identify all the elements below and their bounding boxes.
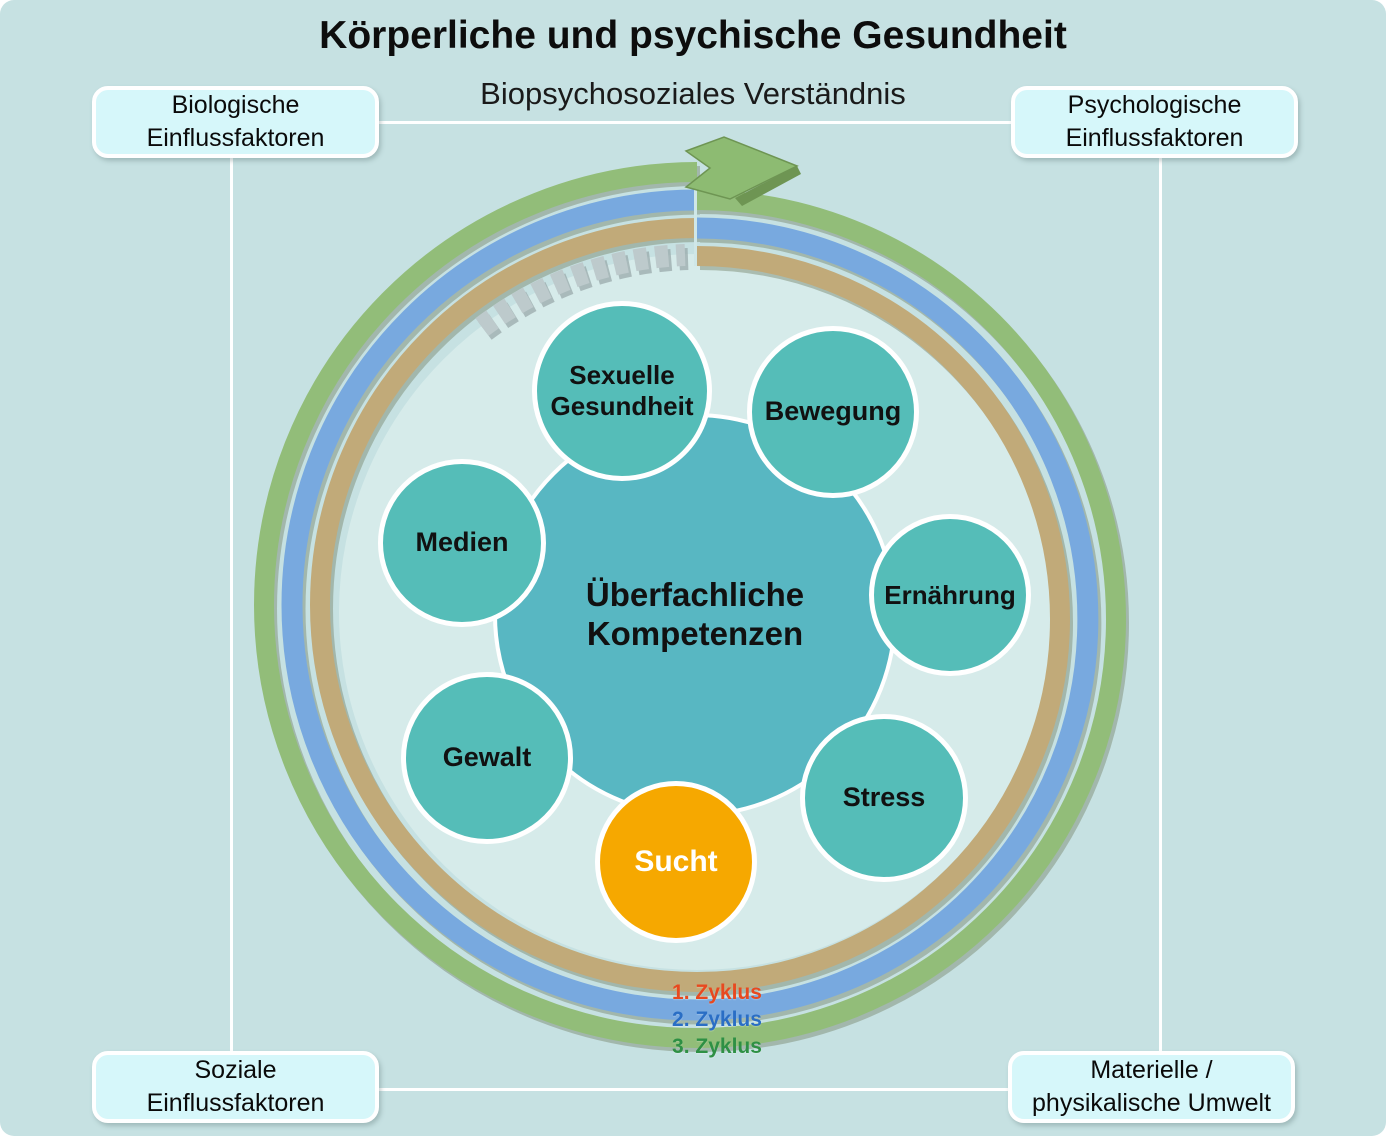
connector-line-bottom <box>377 1088 1008 1091</box>
connector-line-right <box>1159 157 1162 1051</box>
box-biologische-einflussfaktoren: Biologische Einflussfaktoren <box>92 86 379 158</box>
circle-label: Bewegung <box>764 396 902 427</box>
box-psychologische-einflussfaktoren: Psychologische Einflussfaktoren <box>1011 86 1298 158</box>
ring-zyklus-2 <box>281 189 1099 1021</box>
connector-line-left <box>230 158 233 1051</box>
circle-medien: Medien <box>378 459 546 627</box>
circle-sucht: Sucht <box>595 781 757 943</box>
connector-line-top <box>379 121 1011 124</box>
box-line2: Einflussfaktoren <box>1065 124 1244 152</box>
page-title: Körperliche und psychische Gesundheit <box>319 14 1067 57</box>
circle-ernaehrung: Ernährung <box>869 514 1031 676</box>
box-line2: physikalische Umwelt <box>1032 1089 1271 1117</box>
box-line1: Biologische <box>171 90 300 119</box>
page-subtitle: Biopsychosoziales Verständnis <box>480 76 906 111</box>
circle-label: Sexuelle Gesundheit <box>550 360 694 421</box>
box-line2: Einflussfaktoren <box>146 1089 325 1117</box>
box-soziale-einflussfaktoren: Soziale Einflussfaktoren <box>92 1051 379 1123</box>
box-line1: Materielle / <box>1090 1055 1213 1084</box>
cycle-arrow-edge <box>735 166 801 206</box>
ring-step-separator <box>694 184 697 266</box>
cycle-arrow-icon <box>684 136 799 200</box>
box-materielle-physikalische-umwelt: Materielle / physikalische Umwelt <box>1008 1051 1295 1123</box>
circle-label: Ernährung <box>884 579 1016 610</box>
box-line1: Psychologische <box>1067 90 1242 119</box>
circle-label: Sucht <box>634 845 718 879</box>
circle-stress: Stress <box>800 714 968 882</box>
circle-gewalt: Gewalt <box>401 672 573 844</box>
circle-label: Medien <box>415 527 509 558</box>
label-zyklus-3: 3. Zyklus <box>672 1035 762 1058</box>
circle-label: Gewalt <box>442 742 532 773</box>
center-circle-line2: Kompetenzen <box>586 615 804 652</box>
circle-label: Stress <box>842 782 926 813</box>
label-zyklus-1: 1. Zyklus <box>672 981 762 1004</box>
circle-sexuelle-gesundheit: Sexuelle Gesundheit <box>532 301 712 481</box>
dashed-entry-arc <box>475 244 686 336</box>
center-circle-line1: Überfachliche <box>585 576 805 614</box>
ring-zyklus-3 <box>254 162 1126 1049</box>
label-zyklus-2: 2. Zyklus <box>672 1008 762 1031</box>
box-line2: Einflussfaktoren <box>146 124 325 152</box>
circle-bewegung: Bewegung <box>747 326 919 498</box>
box-line1: Soziale <box>194 1055 277 1084</box>
ring-zyklus-1 <box>310 218 1070 993</box>
